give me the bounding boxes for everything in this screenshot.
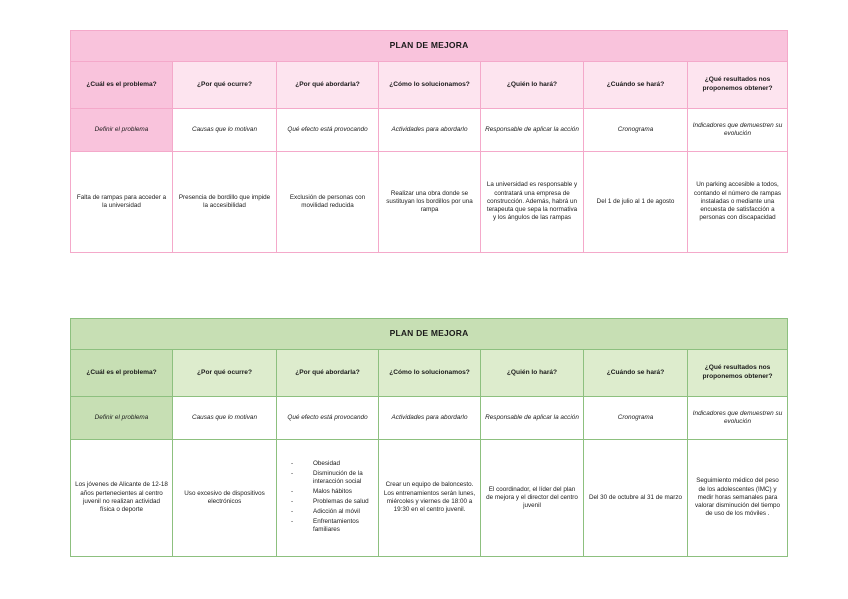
- list-item: Malos hábitos: [287, 488, 374, 497]
- efecto-list: Obesidad Disminución de la interacción s…: [281, 460, 374, 535]
- subheader-definir-problema: Definir el problema: [70, 396, 173, 440]
- subheader-definir-problema: Definir el problema: [70, 108, 173, 152]
- cell-indicadores: Seguimiento médico del peso de los adole…: [686, 439, 789, 557]
- column-header-problema: ¿Cuál es el problema?: [70, 349, 173, 397]
- column-header-quien-lo-hara: ¿Quién lo hará?: [480, 349, 584, 397]
- table-subheader-row: Definir el problema Causas que lo motiva…: [70, 396, 789, 440]
- table-title: PLAN DE MEJORA: [69, 30, 789, 62]
- cell-cronograma: Del 30 de octubre al 31 de marzo: [583, 439, 688, 557]
- column-header-cuando-se-hara: ¿Cuándo se hará?: [583, 61, 688, 109]
- subheader-indicadores: Indicadores que demuestren su evolución: [686, 396, 789, 440]
- column-header-por-que-abordarla: ¿Por qué abordarla?: [276, 349, 379, 397]
- column-header-como-solucionamos: ¿Cómo lo solucionamos?: [378, 61, 481, 109]
- table-row: Falta de rampas para acceder a la univer…: [70, 151, 789, 253]
- column-header-por-que-abordarla: ¿Por qué abordarla?: [276, 61, 379, 109]
- column-header-problema: ¿Cuál es el problema?: [70, 61, 173, 109]
- cell-causa: Uso excesivo de dispositivos electrónico…: [172, 439, 277, 557]
- subheader-causas: Causas que lo motivan: [172, 108, 277, 152]
- subheader-responsable: Responsable de aplicar la acción: [480, 396, 584, 440]
- column-header-como-solucionamos: ¿Cómo lo solucionamos?: [378, 349, 481, 397]
- cell-efecto: Obesidad Disminución de la interacción s…: [276, 439, 379, 557]
- cell-efecto: Exclusión de personas con movilidad redu…: [276, 151, 379, 253]
- subheader-responsable: Responsable de aplicar la acción: [480, 108, 584, 152]
- cell-solucion: Realizar una obra donde se sustituyan lo…: [378, 151, 481, 253]
- list-item: Problemas de salud: [287, 498, 374, 507]
- column-header-por-que-ocurre: ¿Por qué ocurre?: [172, 349, 277, 397]
- cell-problema: Falta de rampas para acceder a la univer…: [70, 151, 173, 253]
- table-title-row: PLAN DE MEJORA: [69, 30, 789, 62]
- cell-solucion: Crear un equipo de baloncesto. Los entre…: [378, 439, 481, 557]
- subheader-cronograma: Cronograma: [583, 108, 688, 152]
- list-item: Obesidad: [287, 460, 374, 469]
- plan-de-mejora-table-pink: PLAN DE MEJORA ¿Cuál es el problema? ¿Po…: [69, 30, 789, 253]
- table-title-row: PLAN DE MEJORA: [69, 318, 789, 350]
- table-title: PLAN DE MEJORA: [69, 318, 789, 350]
- column-header-cuando-se-hara: ¿Cuándo se hará?: [583, 349, 688, 397]
- subheader-actividades: Actividades para abordarlo: [378, 396, 481, 440]
- table-subheader-row: Definir el problema Causas que lo motiva…: [70, 108, 789, 152]
- cell-responsable: El coordinador, el líder del plan de mej…: [480, 439, 584, 557]
- cell-problema: Los jóvenes de Alicante de 12-18 años pe…: [70, 439, 173, 557]
- cell-responsable: La universidad es responsable y contrata…: [480, 151, 584, 253]
- column-header-por-que-ocurre: ¿Por qué ocurre?: [172, 61, 277, 109]
- subheader-cronograma: Cronograma: [583, 396, 688, 440]
- cell-causa: Presencia de bordillo que impide la acce…: [172, 151, 277, 253]
- subheader-actividades: Actividades para abordarlo: [378, 108, 481, 152]
- list-item: Adicción al móvil: [287, 508, 374, 517]
- cell-indicadores: Un parking accesible a todos, contando e…: [686, 151, 789, 253]
- plan-de-mejora-table-green: PLAN DE MEJORA ¿Cuál es el problema? ¿Po…: [69, 318, 789, 557]
- subheader-efecto: Qué efecto está provocando: [276, 108, 379, 152]
- table-header-row: ¿Cuál es el problema? ¿Por qué ocurre? ¿…: [70, 61, 789, 109]
- subheader-causas: Causas que lo motivan: [172, 396, 277, 440]
- column-header-quien-lo-hara: ¿Quién lo hará?: [480, 61, 584, 109]
- subheader-indicadores: Indicadores que demuestren su evolución: [686, 108, 789, 152]
- column-header-resultados: ¿Qué resultados nos proponemos obtener?: [686, 349, 789, 397]
- subheader-efecto: Qué efecto está provocando: [276, 396, 379, 440]
- list-item: Disminución de la interacción social: [287, 470, 374, 487]
- cell-cronograma: Del 1 de julio al 1 de agosto: [583, 151, 688, 253]
- table-header-row: ¿Cuál es el problema? ¿Por qué ocurre? ¿…: [70, 349, 789, 397]
- list-item: Enfrentamientos familiares: [287, 518, 374, 535]
- table-row: Los jóvenes de Alicante de 12-18 años pe…: [70, 439, 789, 557]
- column-header-resultados: ¿Qué resultados nos proponemos obtener?: [686, 61, 789, 109]
